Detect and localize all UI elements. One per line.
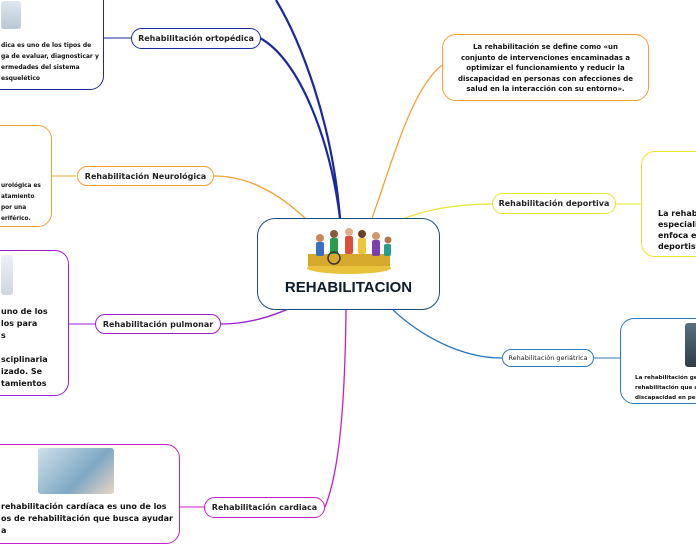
detail-pulmonar[interactable]: uno de los los para s sciplinaria izado.… bbox=[0, 250, 69, 396]
detail-line: s bbox=[1, 331, 6, 340]
link-deportiva bbox=[399, 203, 493, 221]
central-title: REHABILITACION bbox=[284, 279, 413, 296]
people-illustration-icon bbox=[307, 228, 392, 274]
detail-text: uno de los los para s sciplinaria izado.… bbox=[1, 306, 48, 390]
detail-line: ga de evaluar, diagnosticar y bbox=[1, 53, 99, 60]
detail-line: La rehabilitación ger bbox=[635, 375, 696, 381]
link-ortopedica bbox=[259, 37, 342, 219]
detail-line: especializ bbox=[658, 220, 696, 229]
definition-line: conjunto de intervenciones encaminadas a bbox=[460, 53, 631, 62]
detail-line: uno de los bbox=[1, 307, 48, 316]
branch-neurologica[interactable]: Rehabilitación Neurológica bbox=[77, 166, 214, 186]
branch-deportiva[interactable]: Rehabilitación deportiva bbox=[492, 193, 616, 214]
definition-line: discapacidad en personas con afecciones … bbox=[457, 74, 634, 83]
photo-icon bbox=[1, 1, 21, 29]
photo-icon bbox=[38, 448, 114, 494]
photo-icon bbox=[685, 323, 696, 367]
detail-text: La rehabilitación ger rehabilitación que… bbox=[635, 373, 696, 403]
detail-text: dica es uno de los tipos de ga de evalua… bbox=[1, 40, 99, 84]
detail-line: atamiento bbox=[1, 194, 35, 200]
detail-line: os de rehabilitación que busca ayudar a bbox=[1, 514, 173, 535]
central-topic[interactable]: REHABILITACION bbox=[257, 218, 440, 310]
detail-neurologica[interactable]: urológica es atamiento por una eriférico… bbox=[0, 125, 52, 227]
detail-line: izado. Se bbox=[1, 367, 43, 376]
detail-line: deportista bbox=[658, 242, 696, 251]
detail-line bbox=[1, 342, 48, 354]
detail-line: dica es uno de los tipos de bbox=[1, 42, 92, 49]
definition-line: optimizar el funcionamiento y reducir la bbox=[466, 64, 625, 72]
detail-line: urológica es bbox=[1, 183, 41, 189]
detail-geriatrica[interactable]: La rehabilitación ger rehabilitación que… bbox=[620, 318, 696, 404]
link-cardiaca bbox=[324, 309, 347, 508]
detail-line: los para bbox=[1, 319, 38, 328]
detail-line: rehabilitación cardíaca es uno de los bbox=[1, 502, 167, 511]
detail-line: sciplinaria bbox=[1, 355, 48, 364]
detail-line: esquelético bbox=[1, 75, 41, 82]
detail-deportiva[interactable]: La rehabi especializ enfoca en deportist… bbox=[641, 151, 696, 257]
branch-label: Rehabilitación cardiaca bbox=[211, 503, 318, 512]
detail-text: rehabilitación cardíaca es uno de los os… bbox=[1, 501, 179, 537]
detail-text: urológica es atamiento por una eriférico… bbox=[1, 181, 41, 225]
detail-line: discapacidad en pers bbox=[635, 395, 696, 401]
branch-label: Rehabilitación deportiva bbox=[498, 199, 610, 208]
detail-line: eriférico. bbox=[1, 216, 31, 222]
branch-label: Rehabilitación Neurológica bbox=[84, 171, 207, 181]
detail-ortopedica[interactable]: dica es uno de los tipos de ga de evalua… bbox=[0, 0, 104, 90]
branch-ortopedica[interactable]: Rehabilitación ortopédica bbox=[131, 28, 261, 49]
detail-line: por una bbox=[1, 205, 27, 211]
detail-line: La rehabi bbox=[658, 209, 696, 218]
branch-label: Rehabilitación geriátrica bbox=[508, 354, 588, 362]
definition-text: La rehabilitación se define como «un con… bbox=[443, 42, 648, 95]
link-definicion bbox=[371, 64, 443, 219]
detail-line: enfoca en bbox=[658, 231, 696, 240]
detail-line: rehabilitación que a y bbox=[635, 385, 696, 391]
link-top bbox=[275, 0, 342, 219]
branch-label: Rehabilitación pulmonar bbox=[102, 319, 214, 329]
definition-line: La rehabilitación se define como «un bbox=[472, 43, 619, 51]
branch-cardiaca[interactable]: Rehabilitación cardiaca bbox=[204, 497, 325, 518]
branch-pulmonar[interactable]: Rehabilitación pulmonar bbox=[95, 314, 221, 334]
branch-geriatrica[interactable]: Rehabilitación geriátrica bbox=[502, 349, 594, 367]
definition-card[interactable]: La rehabilitación se define como «un con… bbox=[442, 34, 649, 101]
detail-line: tamientos bbox=[1, 379, 47, 388]
detail-line: ermedades del sistema bbox=[1, 64, 80, 71]
branch-label: Rehabilitación ortopédica bbox=[138, 34, 254, 43]
definition-line: salud en la interacción con su entorno». bbox=[466, 85, 625, 93]
link-geriatrica bbox=[392, 309, 503, 359]
photo-icon bbox=[1, 255, 13, 295]
detail-text: La rehabi especializ enfoca en deportist… bbox=[658, 208, 696, 252]
detail-cardiaca[interactable]: rehabilitación cardíaca es uno de los os… bbox=[0, 444, 180, 544]
link-neurologica bbox=[213, 175, 306, 219]
